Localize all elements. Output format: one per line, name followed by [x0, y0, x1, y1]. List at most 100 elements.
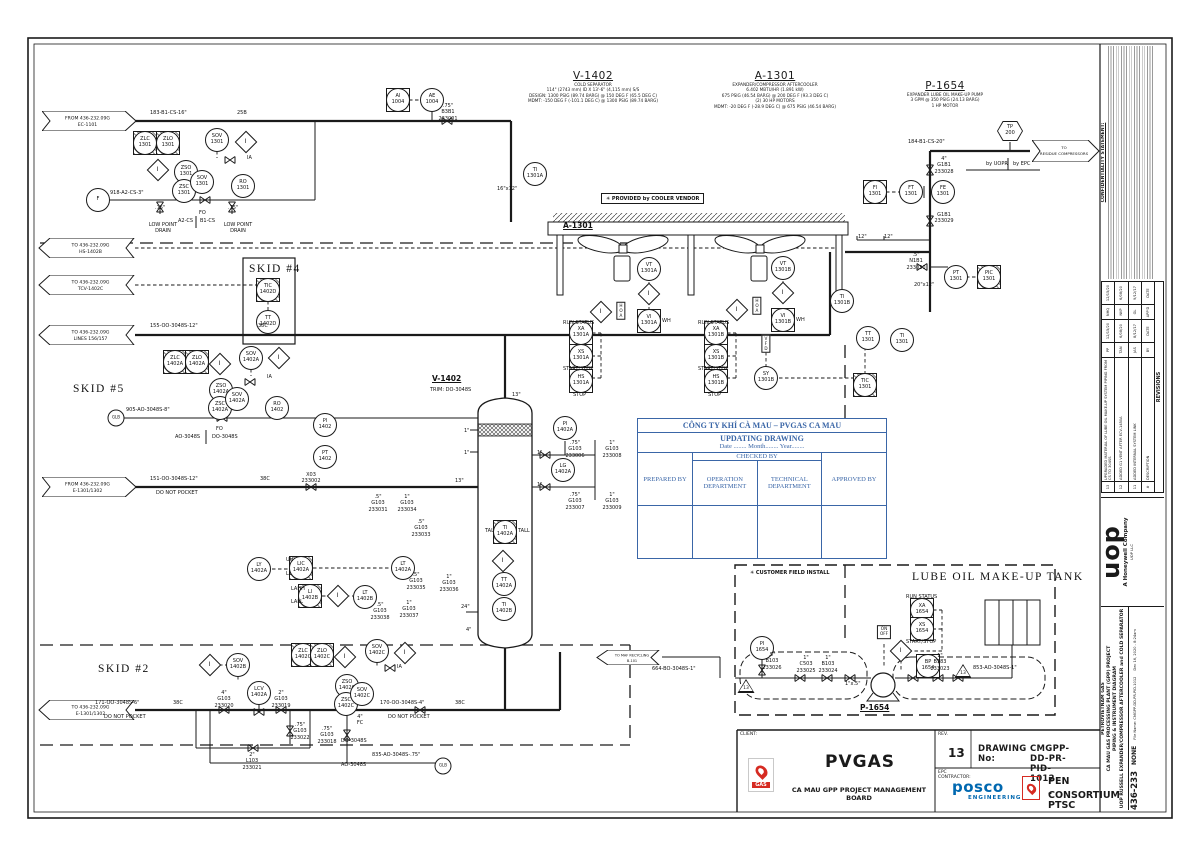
inst-tag: ZLO — [192, 355, 202, 362]
pipe-label: START/STOP — [906, 639, 937, 645]
inst-number: 1301 — [858, 384, 872, 390]
drawing-no: CMGPP-DD-PR-PID-1012 — [1030, 744, 1070, 784]
inst-tag: PT — [321, 450, 329, 457]
inst-tag: ZSC — [178, 184, 190, 191]
inst-number: 1402A — [212, 389, 230, 395]
inst-tag: I — [900, 646, 902, 654]
v-f-d-bubble: V F D — [761, 334, 771, 354]
pipe-label: WH — [662, 318, 671, 324]
pipe-label: .5" G103 233035 — [406, 572, 426, 591]
pipe-label: 1" B183 233023 — [930, 653, 950, 672]
pipe-label: STOP — [708, 392, 722, 398]
inst-number: 1402C — [368, 650, 386, 656]
inst-number: 1402 — [318, 424, 332, 430]
pipe-label: 25B — [237, 110, 247, 116]
pipe-label: 4" — [466, 627, 472, 633]
inst-tag: I — [219, 359, 221, 367]
flow-arrow-text: E-1301/1302 — [76, 711, 106, 717]
inst-number: 1402D — [259, 289, 277, 295]
pipe-label: 2" L103 233021 — [242, 752, 262, 771]
pipe-label: RUN STATUS — [563, 320, 595, 326]
inst-tag: LT — [400, 561, 406, 568]
pipe-label: SKID #5 — [73, 383, 125, 395]
pipe-label: P-1654 — [860, 703, 890, 712]
inst-tag: SOV — [211, 133, 223, 140]
inst-number: 1402A — [554, 469, 572, 475]
pipe-label: DO NOT POCKET — [104, 714, 146, 720]
inst-tag: ZSO — [215, 383, 227, 390]
inst-tag: ZLC — [170, 355, 180, 362]
inst-tag: RO — [273, 401, 281, 408]
equipment-spec-line: 6.402 MBTU/HR (1.891 kW) — [746, 87, 804, 93]
inst-number: 1402A — [250, 568, 268, 574]
pipe-label: DO NOT POCKET — [156, 490, 198, 496]
pipe-label: 918-A2-CS-3" — [110, 190, 144, 196]
inst-number: 1301A — [640, 320, 658, 326]
rev-label: REV. — [938, 732, 948, 737]
rev-col-adate: DATE — [1145, 288, 1150, 298]
inst-number: 1301 — [138, 142, 152, 148]
inst-number: 1402A — [211, 407, 229, 413]
inst-tag: HS — [577, 374, 585, 381]
inst-tag: TI — [839, 294, 845, 301]
pipe-label: 13" — [455, 478, 464, 484]
rev-col-no: # — [1141, 481, 1154, 492]
inst-tag: ZSO — [180, 165, 192, 172]
pipe-label: .5" G103 233038 — [370, 602, 390, 621]
pipe-label: STOP — [573, 392, 587, 398]
inst-number: 1301 — [982, 276, 996, 282]
pipe-label: A-1301 — [563, 221, 593, 230]
confidentiality-body-text — [1108, 46, 1154, 279]
scale-value: NONE — [1131, 745, 1139, 765]
pipe-label: .5" G103 233033 — [411, 519, 431, 538]
flow-arrow-text: HS-1402B — [79, 249, 102, 255]
pipe-label: LAHH — [291, 586, 305, 592]
inst-number: 1004 — [391, 99, 405, 105]
inst-tag: H O A — [755, 297, 759, 313]
equipment-spec-line: 3 GPM @ 350 PSIG (24.13 BARG) — [910, 97, 980, 103]
revision-cell: TAN — [1115, 342, 1128, 357]
pvgas-logo: GAS — [748, 758, 774, 792]
inst-tag: 13 — [743, 685, 749, 691]
pipe-label: by EPC — [1013, 161, 1031, 167]
pipe-label: DO-3048S — [212, 434, 238, 440]
pipe-label: .75" — [228, 205, 239, 211]
inst-tag: I — [736, 305, 738, 313]
inst-number: 1301B — [833, 300, 851, 306]
inst-tag: LT — [362, 590, 368, 597]
inst-number: 1402A — [228, 398, 246, 404]
flow-arrow-text: TO 436-232.09G — [71, 704, 110, 710]
inst-tag: LG — [559, 463, 567, 470]
pipe-label: LUBE OIL MAKE-UP TANK — [912, 571, 1084, 583]
inst-number: 1402B — [301, 595, 319, 601]
inst-tag: XA — [577, 326, 585, 333]
revision-cell: 12 — [1115, 481, 1128, 492]
inst-tag: XS — [577, 349, 585, 356]
approved-by-header: APPROVED BY — [831, 475, 877, 483]
inst-tag: GLB — [111, 414, 121, 420]
inst-number: 1301 — [177, 190, 191, 196]
pipe-label: IA — [267, 374, 272, 380]
pipe-label: A2-CS — [178, 218, 194, 224]
inst-number: 1402A — [188, 361, 206, 367]
rev-number: 13 — [948, 746, 965, 760]
flow-arrow-text: RESIDUE COMPRESSORS — [1040, 151, 1089, 156]
inst-number: 1301 — [179, 171, 193, 177]
pipe-label: LOW POINT DRAIN — [148, 222, 178, 235]
inst-number: 1301A — [572, 380, 590, 386]
equipment-spec-line: MDMT: -20 DEG F (-28.9 DEG C) @ 675 PSIG… — [713, 103, 837, 109]
